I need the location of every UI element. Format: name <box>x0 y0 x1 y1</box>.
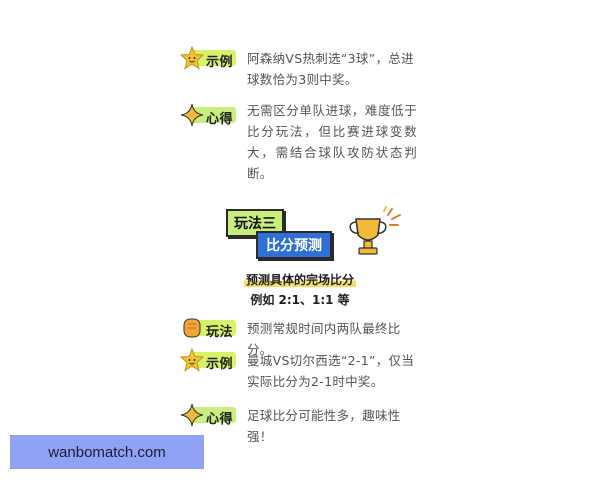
tip-tag: 心得 <box>180 403 236 427</box>
row-text: 无需区分单队进球，难度低于比分玩法，但比赛进球变数大，需结合球队攻防状态判断。 <box>247 103 417 181</box>
tip-tag: 心得 <box>180 103 236 127</box>
section-banner: 玩法三 比分预测 <box>226 205 406 259</box>
sparkle-icon <box>180 103 204 127</box>
banner-line-1: 玩法三 <box>226 209 284 237</box>
ball-hand-icon <box>183 318 201 338</box>
play-row: 玩法 预测常规时间内两队最终比分。 <box>180 318 420 357</box>
trophy-icon <box>349 206 401 255</box>
row-text: 预测常规时间内两队最终比分。 <box>247 321 401 357</box>
star-face-icon <box>180 348 204 372</box>
subtitle-line-2: 例如 2:1、1:1 等 <box>250 293 350 307</box>
example-row-2: 示例 曼城VS切尔西选“2-1”，仅当实际比分为2-1时中奖。 <box>180 348 420 392</box>
star-face-icon <box>180 46 204 70</box>
site-brand-link[interactable]: wanbomatch.com <box>10 435 204 469</box>
row-text: 阿森纳VS热刺选“3球”，总进球数恰为3则中奖。 <box>247 51 414 87</box>
row-text: 足球比分可能性多，趣味性强！ <box>247 408 401 444</box>
subtitle-highlight: 预测具体的完场比分 <box>243 273 356 287</box>
tag-label: 玩法 <box>206 325 234 340</box>
example-row-1: 示例 阿森纳VS热刺选“3球”，总进球数恰为3则中奖。 <box>180 46 420 90</box>
tip-row-2: 心得 足球比分可能性多，趣味性强！ <box>180 403 420 444</box>
example-tag: 示例 <box>180 46 236 70</box>
tip-row-1: 心得 无需区分单队进球，难度低于比分玩法，但比赛进球变数大，需结合球队攻防状态判… <box>180 100 420 184</box>
tag-label: 心得 <box>206 112 234 127</box>
row-text: 曼城VS切尔西选“2-1”，仅当实际比分为2-1时中奖。 <box>247 353 415 389</box>
example-tag: 示例 <box>180 348 236 372</box>
tag-label: 示例 <box>206 357 234 372</box>
play-tag: 玩法 <box>180 318 236 340</box>
sparkle-icon <box>180 403 204 427</box>
tag-label: 示例 <box>206 55 234 70</box>
subtitle-line-1: 预测具体的完场比分 <box>0 271 600 288</box>
banner-line-2: 比分预测 <box>256 231 332 259</box>
tag-label: 心得 <box>206 412 234 427</box>
